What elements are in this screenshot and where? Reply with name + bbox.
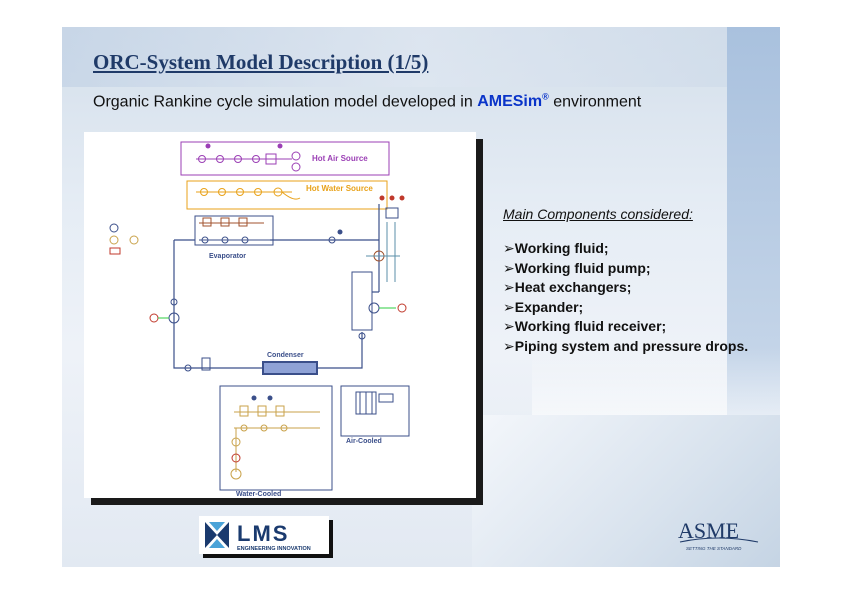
component-item: ➢Working fluid pump;: [503, 259, 773, 279]
background-highlight: [532, 347, 780, 417]
subtitle-text: Organic Rankine cycle simulation model d…: [93, 93, 478, 111]
subtitle-brand: AMESim®: [477, 92, 549, 111]
asme-logo-mark: ASME SETTING THE STANDARD: [678, 518, 759, 551]
background-wedge: [472, 415, 780, 567]
background-band-top: [62, 27, 780, 87]
condenser-label: Condenser: [267, 352, 304, 359]
orc-system-diagram: Hot Air Source Hot Water Source: [84, 132, 476, 498]
working-fluid-loop: [149, 229, 379, 372]
bullet-arrow-icon: ➢: [503, 318, 515, 334]
component-piping: Piping system and pressure drops.: [514, 337, 749, 354]
component-item: ➢Piping system and pressure drops.: [503, 337, 773, 357]
evaporator-label: Evaporator: [209, 253, 246, 260]
component-heat-exchangers: Heat exchangers;: [514, 279, 632, 295]
hot-air-source-label: Hot Air Source: [312, 154, 368, 163]
component-item: ➢Working fluid receiver;: [503, 317, 773, 337]
asme-logo: ASME SETTING THE STANDARD: [672, 512, 764, 556]
registered-mark: ®: [542, 92, 549, 102]
evaporator-block: Evaporator: [194, 215, 274, 260]
components-heading: Main Components considered:: [503, 206, 693, 222]
component-item: ➢Expander;: [503, 298, 773, 318]
component-item: ➢Working fluid;: [503, 239, 773, 259]
lms-logo: LMS ENGINEERING INNOVATION: [199, 516, 329, 554]
lms-name: LMS: [237, 521, 289, 546]
lms-logo-mark: LMS ENGINEERING INNOVATION: [205, 521, 311, 552]
legend-glyphs: [109, 223, 139, 255]
water-cooled-label: Water-Cooled: [236, 491, 281, 498]
bullet-arrow-icon: ➢: [503, 259, 515, 276]
main-components-list: Main Components considered: ➢Working flu…: [503, 206, 773, 356]
brand-name: AMESim: [477, 93, 543, 111]
bullet-arrow-icon: ➢: [503, 279, 515, 295]
hot-water-source-block: Hot Water Source: [186, 180, 388, 210]
asme-name: ASME: [678, 518, 739, 543]
component-working-fluid: Working fluid;: [514, 240, 609, 256]
air-cooled-block: Air-Cooled: [340, 385, 410, 445]
bullet-arrow-icon: ➢: [503, 240, 515, 256]
condenser-block: Condenser: [262, 352, 318, 375]
component-item: ➢Heat exchangers;: [503, 278, 773, 298]
hot-air-source-block: Hot Air Source: [180, 141, 390, 176]
component-pump: Working fluid pump;: [514, 259, 651, 276]
bullet-arrow-icon: ➢: [503, 337, 515, 354]
lms-tagline: ENGINEERING INNOVATION: [237, 546, 311, 552]
hot-water-source-label: Hot Water Source: [306, 184, 373, 193]
air-cooled-label: Air-Cooled: [346, 438, 382, 445]
water-cooled-block: Water-Cooled: [219, 385, 333, 498]
asme-tagline: SETTING THE STANDARD: [686, 546, 742, 551]
slide-title: ORC-System Model Description (1/5): [93, 50, 429, 74]
slide-subtitle: Organic Rankine cycle simulation model d…: [93, 92, 641, 111]
component-receiver: Working fluid receiver;: [514, 318, 667, 334]
bullet-arrow-icon: ➢: [503, 298, 515, 315]
orc-schematic: Hot Air Source Hot Water Source: [109, 141, 410, 498]
expander-block: [351, 195, 407, 331]
component-expander: Expander;: [514, 298, 584, 315]
subtitle-text-end: environment: [548, 93, 642, 111]
